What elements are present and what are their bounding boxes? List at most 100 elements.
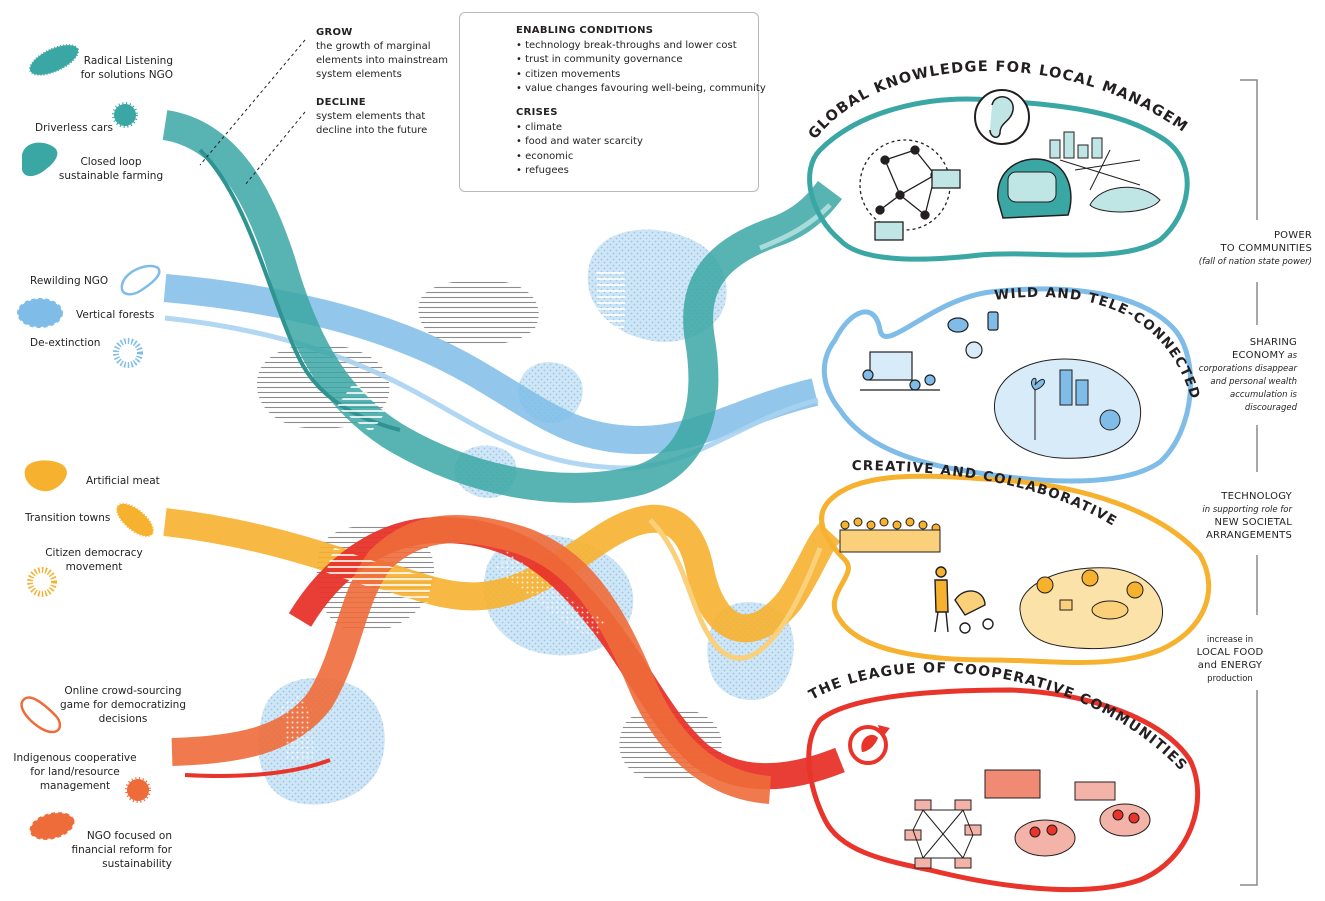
settlement-icons — [984, 769, 1151, 857]
side-note-bold: NEW SOCIETAL — [1214, 517, 1292, 529]
teal-dotted-circle-icon — [112, 102, 138, 128]
side-note-bold: ARRANGEMENTS — [1205, 530, 1292, 542]
side-note-plain: production — [1207, 674, 1253, 685]
legend-crises-item: • food and water scarcity — [516, 136, 643, 147]
side-note-italic: discouraged — [1244, 403, 1297, 414]
orange-dotted-circle-icon — [125, 777, 151, 803]
driver-label-radical-listening: Radical Listening for solutions NGO — [70, 54, 173, 82]
driver-label-rewilding: Rewilding NGO — [30, 274, 108, 288]
red-outline-blob-icon — [20, 696, 62, 734]
leaf-phone-icon — [947, 311, 999, 359]
driver-label-line: financial reform for — [71, 844, 172, 857]
legend-crises-item: • economic — [516, 150, 574, 162]
driver-label-driverless-cars: Driverless cars — [35, 121, 113, 135]
legend-crises-item: • refugees — [516, 165, 569, 176]
legend-crises-item: • climate — [516, 121, 563, 133]
driver-icons — [17, 44, 161, 840]
stroller-person-icon — [934, 566, 994, 634]
side-note-italic: (fall of nation state power) — [1198, 257, 1312, 267]
side-note-italic: accumulation is — [1230, 390, 1297, 401]
side-bracket — [1240, 79, 1258, 886]
scenario-blob-yellow — [819, 473, 1212, 665]
driver-label-line: sustainable farming — [58, 170, 164, 183]
driver-label-line: Closed loop — [80, 156, 142, 168]
side-note-power-to-communities: POWER TO COMMUNITIES (fall of nation sta… — [1180, 229, 1312, 268]
side-note-italic: corporations disappear — [1198, 364, 1297, 375]
legend-enabling-item: • value changes favouring well-being, co… — [516, 83, 766, 94]
legend-crises: CRISES • climate • food and water scarci… — [516, 106, 643, 179]
side-note-sharing-economy: SHARING ECONOMY as corporations disappea… — [1180, 336, 1297, 414]
driver-label-line: management — [39, 780, 111, 793]
driver-label-line: Indigenous cooperative — [13, 752, 137, 764]
side-note-italic: as — [1284, 351, 1297, 361]
yellow-blob-icon — [24, 460, 67, 492]
driver-label-line: for solutions NGO — [80, 69, 173, 82]
driver-label-citizen-democracy: Citizen democracy movement — [40, 546, 148, 574]
orange-dashed-ellipse-icon — [29, 812, 75, 840]
pod-vehicle-icon — [997, 158, 1072, 219]
side-note-bold: POWER — [1273, 230, 1312, 241]
blue-dashed-ellipse-icon — [17, 298, 63, 328]
scenario-blob-red — [806, 687, 1201, 893]
crowd-icon — [839, 517, 941, 553]
side-note-bold: TECHNOLOGY — [1221, 491, 1292, 502]
scenario-blob-blue — [821, 286, 1194, 484]
side-note-italic: in supporting role for — [1202, 505, 1292, 515]
teal-dotted-ellipse-icon — [28, 44, 80, 76]
driver-label-line: sustainability — [102, 858, 172, 871]
side-note-bold: ECONOMY — [1231, 350, 1285, 361]
legend-enabling-item: • citizen movements — [516, 68, 621, 80]
legend-enabling: ENABLING CONDITIONS • technology break-t… — [516, 24, 766, 97]
driver-label-line: decisions — [98, 713, 148, 726]
driver-label-line: Vertical forests — [76, 309, 155, 321]
blue-dotted-ring-icon — [113, 338, 143, 368]
driver-label-vertical-forests: Vertical forests — [76, 308, 154, 322]
town-grid-icon — [1049, 131, 1161, 213]
driver-label-de-extinction: De-extinction — [30, 336, 100, 350]
teaching-scene-icon — [860, 351, 940, 391]
flow-ribbons — [162, 110, 845, 804]
legend-enabling-item: • trust in community governance — [516, 54, 683, 65]
side-note-bold: and ENERGY — [1197, 660, 1263, 672]
legend-box — [459, 12, 759, 192]
driver-label-line: Rewilding NGO — [30, 275, 109, 287]
side-note-local-food-energy: increase in LOCAL FOOD and ENERGY produc… — [1180, 633, 1280, 685]
illustration-network-icon — [859, 139, 961, 241]
side-note-bold: LOCAL FOOD — [1196, 647, 1264, 659]
decline-annotation: DECLINE system elements that decline int… — [316, 96, 427, 138]
cooperative-network-icon — [904, 799, 982, 869]
driver-label-line: Radical Listening — [83, 55, 173, 67]
driver-label-transition-towns: Transition towns — [25, 511, 110, 525]
grow-annotation: GROW the growth of marginal elements int… — [316, 26, 448, 82]
grow-line: system elements — [316, 69, 402, 80]
driver-label-line: Artificial meat — [86, 475, 160, 487]
driver-label-line: NGO focused on — [86, 830, 172, 842]
legend-enabling-title: ENABLING CONDITIONS — [516, 25, 654, 36]
driver-label-closed-loop: Closed loop sustainable farming — [56, 155, 166, 183]
side-note-technology: TECHNOLOGY in supporting role for NEW SO… — [1180, 490, 1292, 542]
legend-crises-title: CRISES — [516, 107, 558, 118]
annotation-leaders — [199, 39, 306, 186]
decline-line: system elements that — [316, 111, 426, 122]
blue-outline-blob-icon — [120, 264, 161, 296]
leaf-cycle-icon — [848, 725, 890, 765]
rewilded-city-icon — [993, 358, 1142, 459]
driver-label-line: Citizen democracy — [45, 547, 143, 559]
driver-label-artificial-meat: Artificial meat — [86, 474, 160, 488]
driver-label-line: Online crowd-sourcing — [64, 685, 182, 697]
side-note-bold: TO COMMUNITIES — [1220, 243, 1312, 254]
decline-line: decline into the future — [316, 125, 428, 136]
decline-title: DECLINE — [316, 97, 366, 108]
driver-label-line: game for democratizing — [60, 699, 186, 712]
driver-label-line: Transition towns — [25, 512, 111, 524]
driver-label-line: movement — [65, 561, 123, 574]
side-note-bold: SHARING — [1249, 337, 1297, 348]
ear-icon — [974, 89, 1030, 145]
driver-label-line: for land/resource — [30, 766, 120, 779]
side-note-italic: and personal wealth — [1210, 377, 1297, 388]
teal-blob-icon — [22, 142, 58, 177]
yellow-dotted-ellipse-icon — [115, 502, 155, 538]
